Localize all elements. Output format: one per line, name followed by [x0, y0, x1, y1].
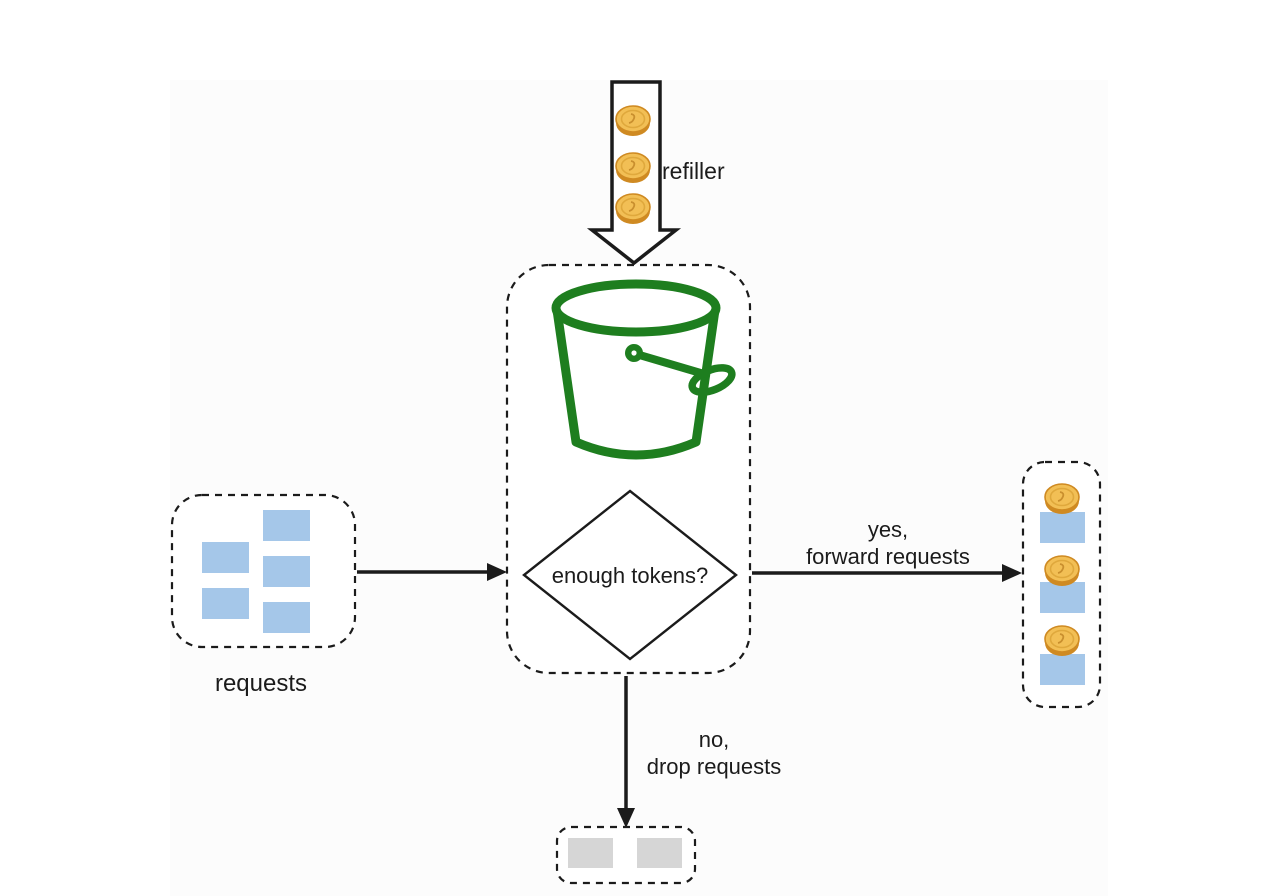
no-branch-label: no, drop requests [614, 726, 814, 780]
bucket-handle-knob-dot [631, 350, 637, 356]
forwarded-node [1021, 460, 1102, 709]
request-square-icon [1040, 654, 1085, 685]
dropped-request-square-icon [568, 838, 613, 868]
token-coin-icon [615, 152, 651, 184]
token-coin-icon [1044, 625, 1080, 657]
yes-branch-label: yes, forward requests [788, 516, 988, 570]
request-square-icon [263, 556, 310, 587]
arrow-bucket-to-dropped [617, 676, 635, 828]
request-square-icon [1040, 582, 1085, 613]
token-coin-icon [615, 105, 651, 137]
decision-diamond [522, 489, 738, 661]
request-square-icon [263, 510, 310, 541]
bucket-handle [632, 350, 708, 378]
bucket-node [505, 263, 752, 675]
arrow-bucket-to-forwarded [752, 564, 1022, 582]
request-square-icon [202, 542, 249, 573]
bucket-rim [551, 279, 721, 337]
no-branch-line1: no, [698, 727, 730, 752]
request-square-icon [1040, 512, 1085, 543]
yes-branch-line2: forward requests [806, 544, 970, 569]
decision-label: enough tokens? [551, 563, 709, 588]
refiller-label: refiller [662, 158, 725, 184]
refiller-arrow-icon [586, 80, 682, 266]
request-square-icon [202, 588, 249, 619]
bucket-icon [551, 279, 736, 460]
no-branch-line2: drop requests [646, 754, 782, 779]
token-coin-icon [1044, 555, 1080, 587]
bucket-body [552, 305, 720, 460]
arrow-requests-to-bucket [357, 563, 507, 581]
dropped-node [555, 825, 697, 885]
requests-node [170, 493, 357, 649]
request-square-icon [263, 602, 310, 633]
token-coin-icon [1044, 483, 1080, 515]
token-coin-icon [615, 193, 651, 225]
bucket-handle-loop [688, 364, 736, 396]
dropped-request-square-icon [637, 838, 682, 868]
yes-branch-line1: yes, [867, 517, 909, 542]
requests-label: requests [214, 670, 308, 697]
